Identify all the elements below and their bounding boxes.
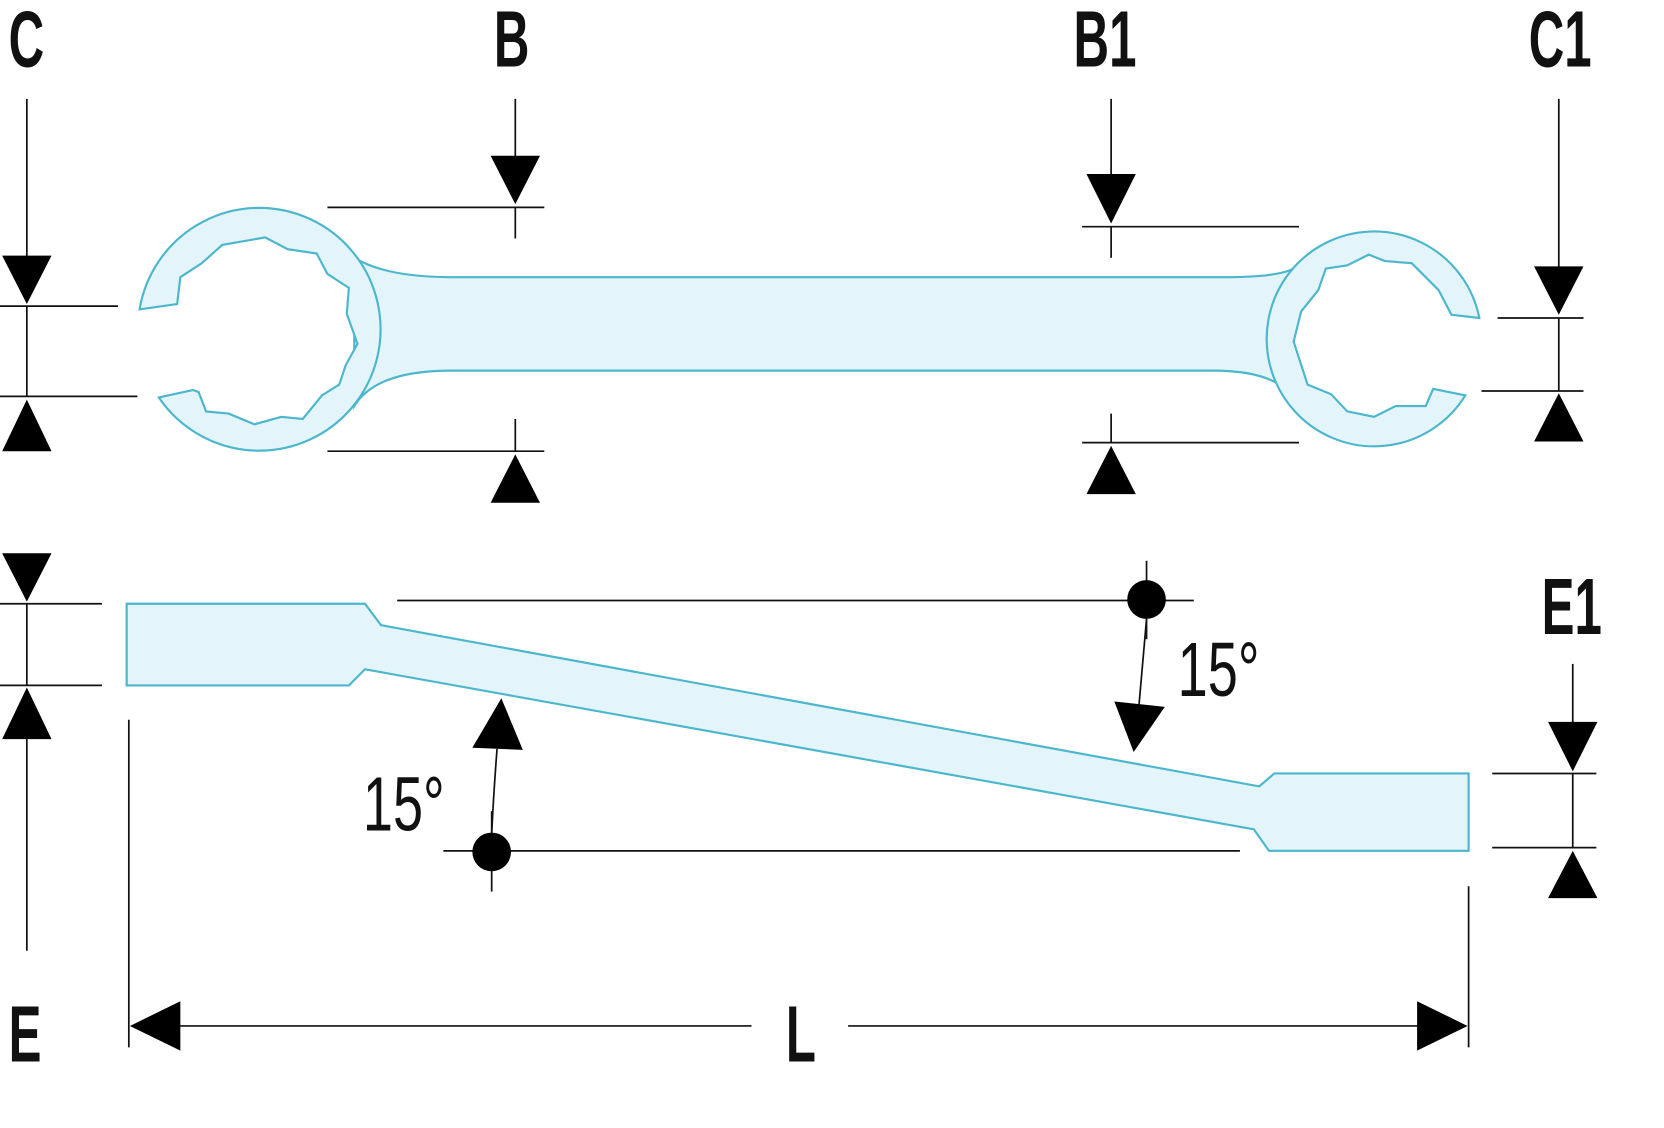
- arrow-up-icon: [1086, 445, 1136, 495]
- arrow-up-icon: [2, 399, 52, 452]
- angle-bottom: 15°: [363, 698, 1240, 892]
- label-e: E: [9, 990, 42, 1079]
- arrow-down-icon: [1114, 701, 1165, 752]
- arrow-up-icon: [1534, 393, 1584, 442]
- arrow-up-icon: [2, 687, 52, 740]
- label-b: B: [494, 0, 530, 85]
- wrench-handle: [353, 255, 1295, 410]
- right-flare-ring: [1265, 230, 1481, 448]
- dimension-e: E: [0, 553, 102, 1079]
- arrow-down-icon: [2, 553, 52, 602]
- arrow-down-icon: [1548, 721, 1598, 772]
- dimension-b1: B1: [1074, 0, 1299, 495]
- angle-label-bottom: 15°: [363, 762, 445, 848]
- dimension-b: B: [327, 0, 545, 503]
- arrow-down-icon: [2, 255, 52, 305]
- arrow-up-icon: [490, 454, 540, 503]
- arrow-up-icon: [1548, 850, 1598, 899]
- label-l: L: [786, 990, 816, 1079]
- arrow-down-icon: [1086, 174, 1136, 224]
- arrow-down-icon: [490, 155, 540, 205]
- angle-label-top: 15°: [1178, 628, 1260, 714]
- pivot-dot-icon: [472, 832, 512, 872]
- label-b1: B1: [1074, 0, 1137, 85]
- arrow-down-icon: [1534, 266, 1584, 315]
- arrow-up-icon: [472, 698, 523, 750]
- dimension-e1: E1: [1492, 563, 1602, 899]
- left-flare-ring: [138, 206, 382, 452]
- dimension-l: L: [127, 719, 1470, 1079]
- dimension-c1: C1: [1481, 0, 1592, 442]
- dimension-c: C: [0, 0, 138, 452]
- arrow-right-icon: [1417, 1001, 1468, 1051]
- wrench-side-view: [125, 602, 1470, 852]
- label-e1: E1: [1542, 563, 1602, 652]
- label-c: C: [9, 0, 45, 85]
- angle-top: 15°: [397, 560, 1260, 752]
- pivot-dot-icon: [1127, 580, 1166, 619]
- label-c1: C1: [1529, 0, 1592, 85]
- arrow-left-icon: [129, 1001, 181, 1051]
- wrench-top-view: [138, 206, 1481, 452]
